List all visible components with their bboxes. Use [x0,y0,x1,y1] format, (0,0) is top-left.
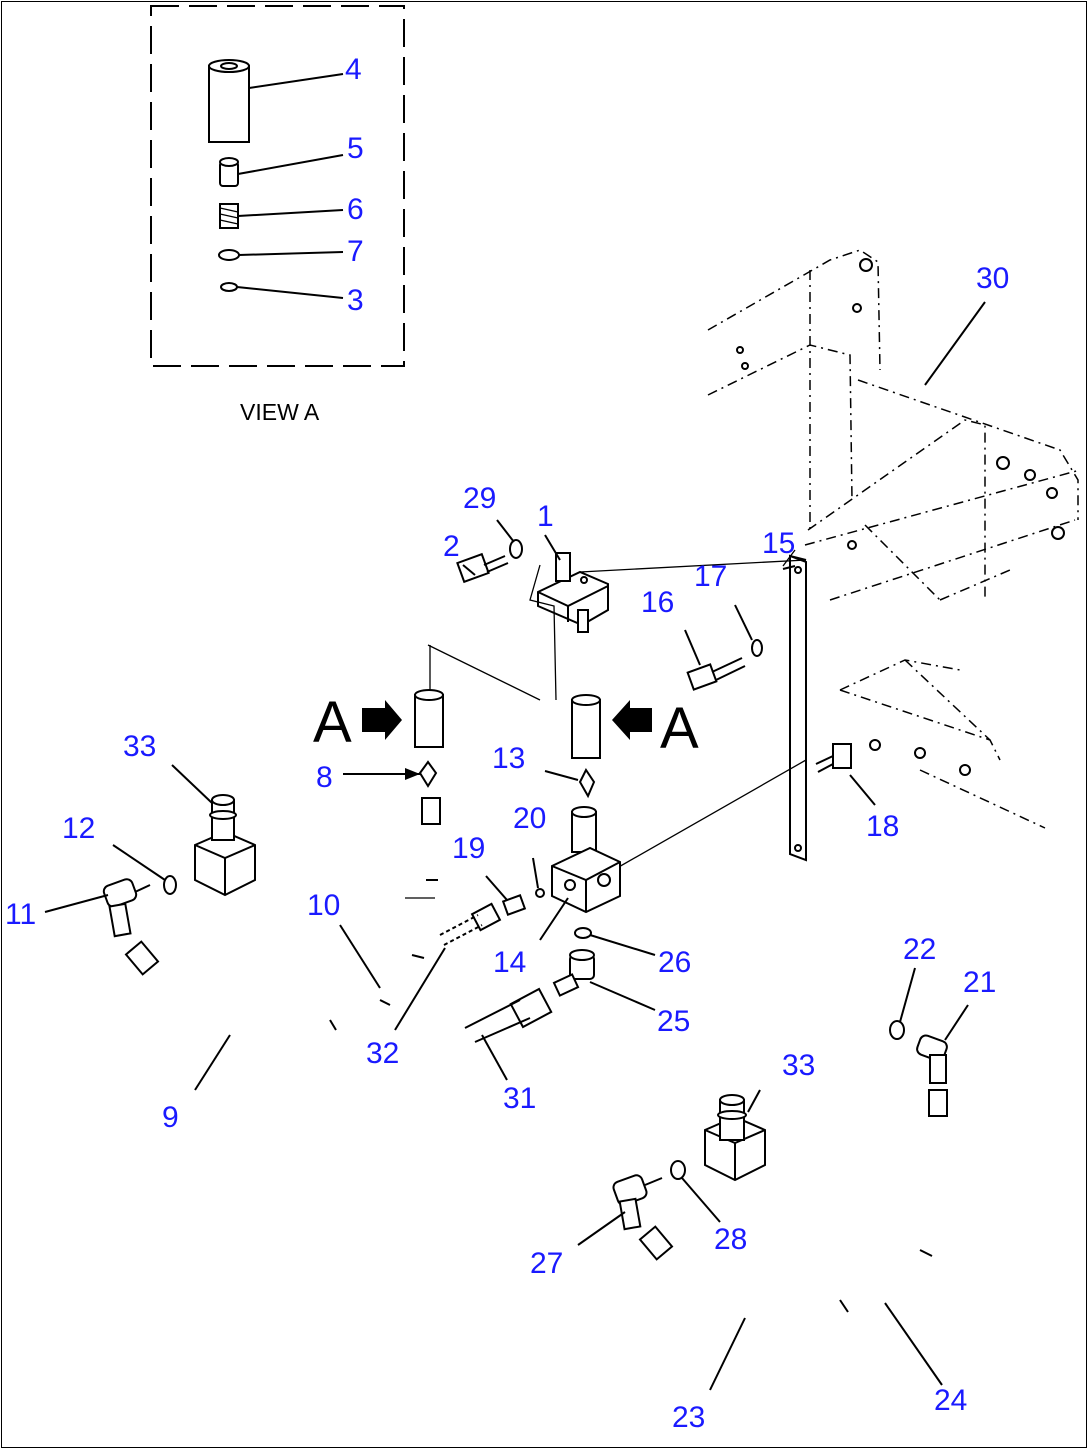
callout-12: 12 [62,812,95,845]
part-25-elbow [552,949,595,997]
view-a-inset [150,5,405,367]
part-9-hose [124,794,441,1031]
part-27-elbow [612,1174,663,1231]
callout-22: 22 [903,933,936,966]
callout-labels: 4 5 6 7 3 30 29 1 2 15 16 17 13 8 33 12 … [5,53,1009,1434]
part-31-hose [464,987,553,1043]
part-7-ring [218,249,240,261]
callout-33-left: 33 [123,730,156,763]
part-29-washer [509,539,523,559]
part-13-fitting [578,768,596,799]
callout-17: 17 [694,560,727,593]
part-6-spring [219,203,239,229]
callout-14: 14 [493,946,526,979]
callout-13: 13 [492,742,525,775]
part-15-plate [782,549,807,862]
callout-20: 20 [513,802,546,835]
part-3-ring [220,282,238,292]
callout-4: 4 [345,53,362,86]
part-26-ring [574,927,592,939]
callout-23: 23 [672,1401,705,1434]
callout-32: 32 [366,1037,399,1070]
leader-lines [44,519,969,1391]
callout-5: 5 [347,132,364,165]
part-8-fitting [418,760,438,788]
part-12-ring [163,875,177,895]
view-arrow-right [612,700,652,740]
callout-30: 30 [976,262,1009,295]
view-arrow-left [362,700,402,740]
callout-27: 27 [530,1247,563,1280]
callout-9: 9 [162,1101,179,1134]
callout-8: 8 [316,761,333,794]
view-arrow-right-label: A [660,696,699,761]
part-1-block [537,552,609,633]
callout-19: 19 [452,832,485,865]
callout-2: 2 [443,530,460,563]
callout-21: 21 [963,966,996,999]
callout-29: 29 [463,482,496,515]
view-a-label: VIEW A [240,399,320,425]
part-28-ring [670,1160,686,1180]
part-4-sleeve [208,59,250,143]
part-32-hose [439,902,502,946]
part-11-elbow [102,878,151,938]
callout-15: 15 [762,527,795,560]
part-23-hose [638,1089,948,1316]
callout-1: 1 [537,500,554,533]
callout-10: 10 [307,889,340,922]
callout-16: 16 [641,586,674,619]
part-18-bolt [815,743,852,773]
sleeve-left [414,689,444,748]
callout-6: 6 [347,193,364,226]
part-19-fitting [501,894,527,916]
part-5-valve [219,157,239,187]
callout-24: 24 [934,1384,967,1417]
part-22-ring [889,1020,905,1040]
frame-bracket [707,249,1081,829]
callout-28: 28 [714,1223,747,1256]
callout-26: 26 [658,946,691,979]
callout-3: 3 [347,284,364,317]
callout-31: 31 [503,1082,536,1115]
part-14-valve-block [551,806,621,914]
part-2-bolt [456,552,509,584]
part-17-washer [751,639,763,657]
part-20-ring [535,888,545,898]
part-33-valve-left [194,794,256,897]
callout-18: 18 [866,810,899,843]
callout-7: 7 [347,235,364,268]
part-16-bolt [686,657,746,691]
view-arrow-left-label: A [313,690,352,755]
part-33-valve-right [704,1094,766,1182]
callout-25: 25 [657,1005,690,1038]
callout-11: 11 [5,898,36,931]
sleeve-right [571,694,601,759]
callout-33-right: 33 [782,1049,815,1082]
part-21-elbow [916,1034,948,1084]
